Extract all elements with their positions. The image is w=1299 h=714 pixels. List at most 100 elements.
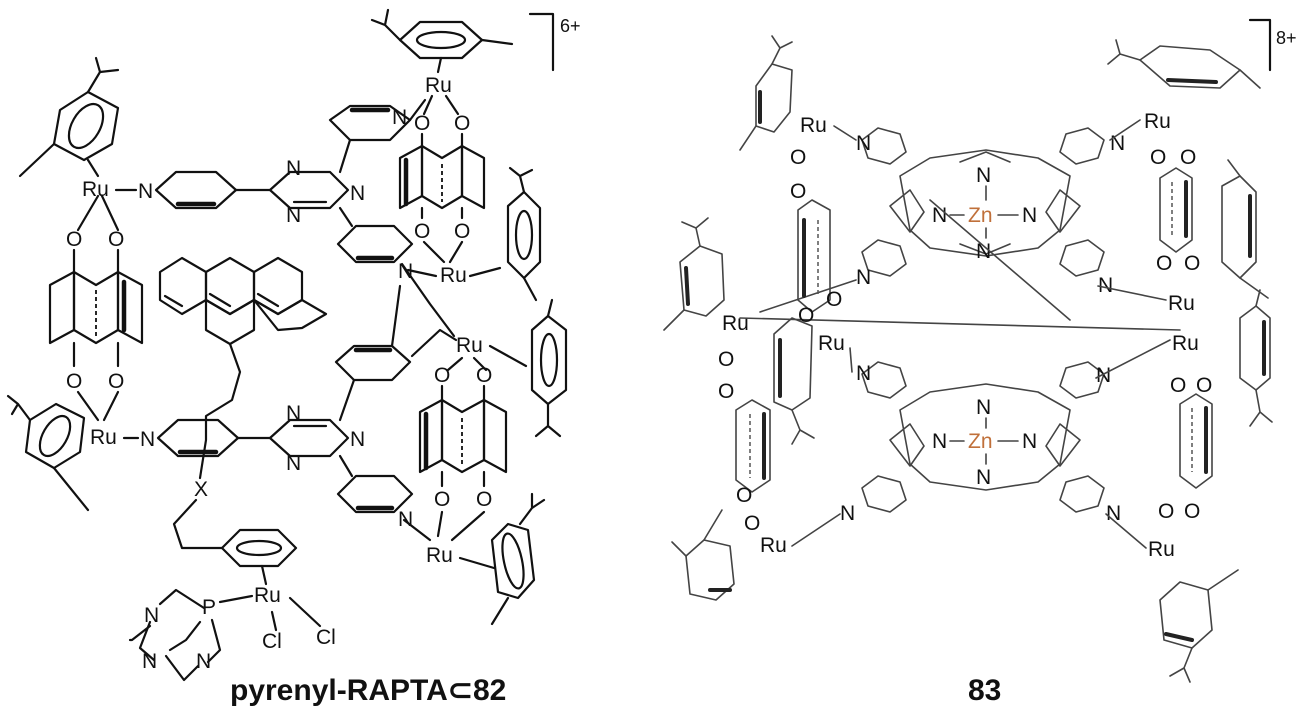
quinone-linker-right-top: O O O O xyxy=(1150,146,1200,275)
cl-atom: Cl xyxy=(262,630,282,653)
pyrene-group xyxy=(158,256,328,480)
o-atom: O xyxy=(476,364,492,387)
n-atom: N xyxy=(976,240,991,263)
cymene-bottom-right xyxy=(490,492,546,626)
quinone-linker-right-bottom: O O O O xyxy=(1158,374,1213,523)
n-atom: N xyxy=(840,502,855,525)
n-atom: N xyxy=(976,466,991,489)
ru-atom: Ru xyxy=(800,114,827,137)
n-atom: N xyxy=(1022,430,1037,453)
n-atom: N xyxy=(286,402,301,425)
n-atom: N xyxy=(932,430,947,453)
n-atom: N xyxy=(286,204,301,227)
o-atom: O xyxy=(454,220,470,243)
ru-atom: Ru xyxy=(426,544,453,567)
o-atom: O xyxy=(1184,500,1200,523)
triazine-ring-bottom xyxy=(268,418,350,458)
ru-atom: Ru xyxy=(760,534,787,557)
n-atom: N xyxy=(350,182,365,205)
o-atom: O xyxy=(476,488,492,511)
o-atom: O xyxy=(414,220,430,243)
cymene-rings-right-structure xyxy=(663,35,1273,683)
n-atom: N xyxy=(1106,502,1121,525)
n-atom: N xyxy=(196,650,211,673)
ru-atom: Ru xyxy=(722,312,749,335)
o-atom: O xyxy=(434,364,450,387)
n-atom: N xyxy=(1098,274,1113,297)
caption-right: 83 xyxy=(968,674,1001,707)
pyridine-ring xyxy=(336,206,414,264)
n-atom: N xyxy=(140,428,155,451)
n-atom: N xyxy=(142,650,157,673)
cymene-top-right xyxy=(370,8,514,74)
o-atom: O xyxy=(1170,374,1186,397)
x-atom: X xyxy=(194,478,208,501)
ru-atom: Ru xyxy=(425,74,452,97)
naphthoquinone-left: O O O O xyxy=(48,194,144,422)
ru-atom: Ru xyxy=(1168,292,1195,315)
ru-atom: Ru xyxy=(254,584,281,607)
o-atom: O xyxy=(1180,146,1196,169)
n-atom: N xyxy=(976,164,991,187)
o-atom: O xyxy=(718,348,734,371)
n-atom: N xyxy=(1022,204,1037,227)
o-atom: O xyxy=(454,112,470,135)
porphyrin-top xyxy=(889,149,1081,257)
n-atom: N xyxy=(932,204,947,227)
o-atom: O xyxy=(108,370,124,393)
p-atom: P xyxy=(202,596,216,619)
n-atom: N xyxy=(856,362,871,385)
ru-atom: Ru xyxy=(456,334,483,357)
ru-atom: Ru xyxy=(90,426,117,449)
pyridine-ring xyxy=(328,98,427,174)
arene-rapta xyxy=(220,528,298,586)
ru-atom: Ru xyxy=(440,264,467,287)
pyridine-ring xyxy=(156,418,272,458)
pyridine-ring xyxy=(154,170,272,210)
n-atom: N xyxy=(398,508,413,531)
pta-cage xyxy=(128,588,222,682)
pyridine-ring xyxy=(336,454,414,514)
charge-bracket-left xyxy=(528,12,555,72)
n-atom: N xyxy=(392,106,407,129)
cymene-right-middle xyxy=(530,298,568,438)
n-atom: N xyxy=(138,180,153,203)
left-structure: 6+ Ru Ru N xyxy=(6,8,581,707)
o-atom: O xyxy=(826,288,842,311)
o-atom: O xyxy=(1156,252,1172,275)
triazine-ring-top xyxy=(268,170,350,210)
n-atom: N xyxy=(144,604,159,627)
pyridyl-groups-bottom: N N N N xyxy=(840,361,1121,525)
n-atom: N xyxy=(398,260,413,283)
zn-atom: Zn xyxy=(968,430,993,453)
caption-left: pyrenyl-RAPTA⊂82 xyxy=(230,674,506,707)
o-atom: O xyxy=(414,112,430,135)
ru-atom: Ru xyxy=(1144,110,1171,133)
quinone-linker-left-bottom: O O O O xyxy=(718,348,771,535)
o-atom: O xyxy=(66,228,82,251)
charge-bracket-right xyxy=(1248,18,1272,72)
cymene-right-upper xyxy=(506,166,542,302)
pyridine-ring xyxy=(334,284,412,422)
n-atom: N xyxy=(286,452,301,475)
zn-atom: Zn xyxy=(968,204,993,227)
o-atom: O xyxy=(108,228,124,251)
n-atom: N xyxy=(286,157,301,180)
porphyrin-bottom xyxy=(889,383,1081,491)
cymene-bottom-left xyxy=(6,394,90,512)
charge-right: 8+ xyxy=(1276,28,1297,48)
cymene-top-left xyxy=(18,56,120,178)
quinone-linker-left-top: O O O O xyxy=(790,146,842,327)
o-atom: O xyxy=(744,512,760,535)
right-structure: 8+ N N Zn N N N N Zn N N N N xyxy=(663,18,1297,707)
n-atom: N xyxy=(856,132,871,155)
o-atom: O xyxy=(66,370,82,393)
o-atom: O xyxy=(790,180,806,203)
o-atom: O xyxy=(736,484,752,507)
n-atom: N xyxy=(976,396,991,419)
n-atom: N xyxy=(856,266,871,289)
n-atom: N xyxy=(1096,364,1111,387)
ru-atom: Ru xyxy=(82,178,109,201)
charge-left: 6+ xyxy=(560,16,581,36)
